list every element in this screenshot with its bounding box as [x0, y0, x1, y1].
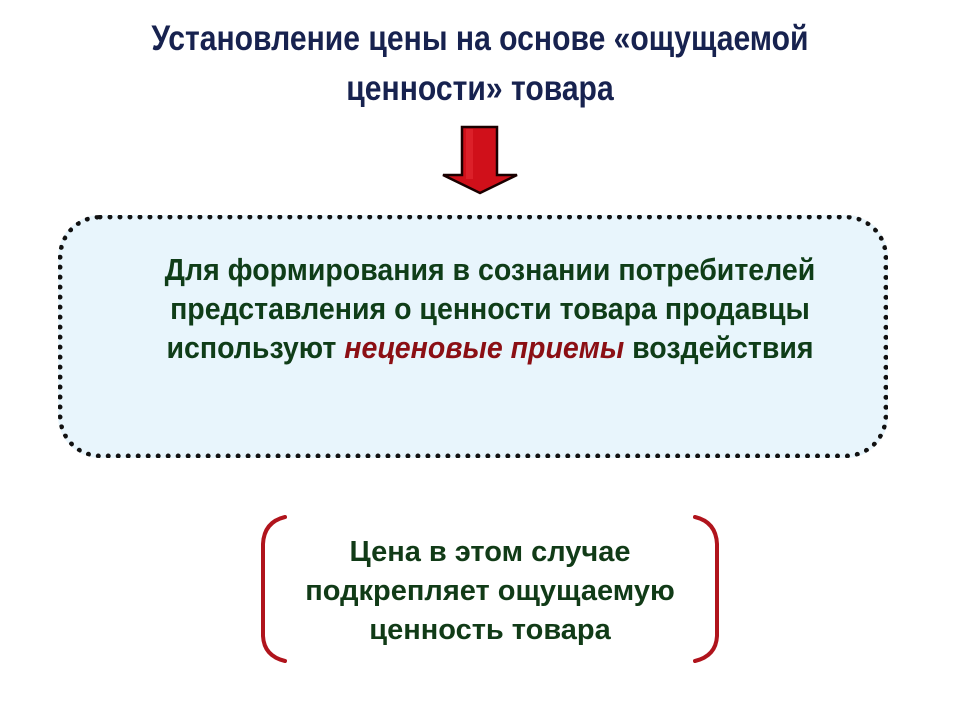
box-text-before: Для формирования в сознании потребителей… — [164, 252, 816, 365]
right-bracket-icon — [693, 515, 719, 663]
slide-title: Установление цены на основе «ощущаемой ц… — [67, 14, 893, 114]
left-bracket-icon — [261, 515, 287, 663]
title-line-1: Установление цены на основе «ощущаемой — [151, 19, 809, 58]
conclusion-text: Цена в этом случае подкрепляет ощущаемую… — [270, 533, 710, 650]
conclusion-line-3: ценность товара — [369, 614, 611, 646]
down-arrow-icon — [442, 125, 518, 195]
box-text-after: воздействия — [624, 330, 814, 365]
title-line-2: ценности» товара — [346, 69, 614, 108]
nonprice-methods-highlight: неценовые приемы — [344, 330, 625, 365]
conclusion-line-2: подкрепляет ощущаемую — [305, 575, 675, 607]
box-description: Для формирования в сознании потребителей… — [140, 250, 839, 367]
conclusion-line-1: Цена в этом случае — [349, 536, 631, 568]
nonprice-methods-box — [58, 215, 888, 458]
